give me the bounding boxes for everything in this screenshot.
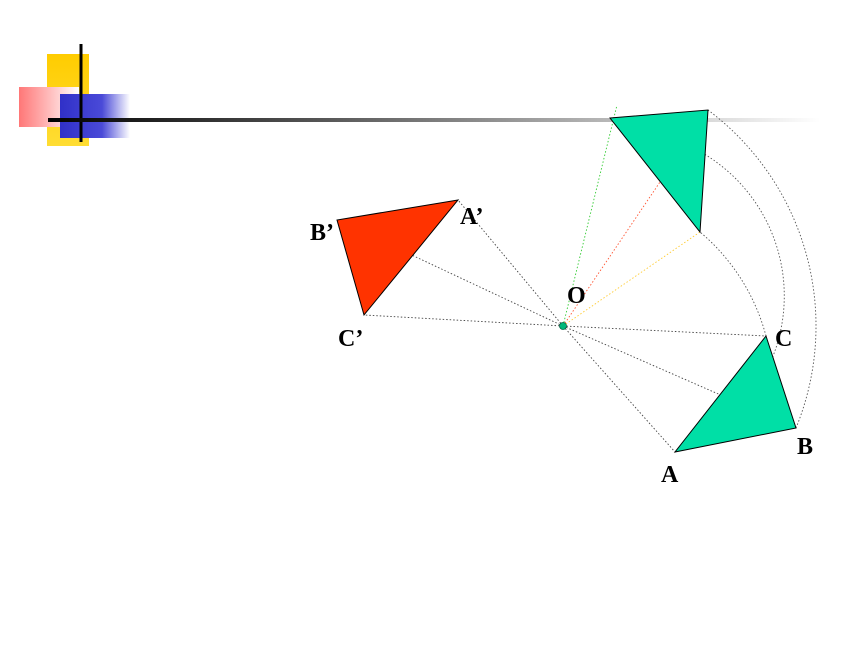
label-A: A bbox=[661, 462, 679, 488]
arc-from-C bbox=[699, 231, 767, 337]
deco-horizontal-line bbox=[48, 118, 820, 122]
center-lines bbox=[336, 104, 797, 453]
line-O-intermediate-2 bbox=[562, 181, 661, 327]
triangle-intermediate bbox=[609, 109, 709, 234]
deco-blue-gradient bbox=[60, 94, 130, 138]
label-C: C bbox=[775, 326, 792, 352]
rotation-arcs bbox=[619, 109, 817, 453]
label-C-prime: C’ bbox=[338, 326, 363, 352]
label-A-prime: A’ bbox=[460, 204, 484, 230]
center-point-O bbox=[559, 322, 567, 330]
triangle-ABC bbox=[673, 334, 797, 453]
line-O-C-prime bbox=[363, 314, 564, 327]
line-O-A bbox=[562, 325, 676, 453]
line-O-C bbox=[562, 325, 767, 337]
slide-decoration bbox=[19, 44, 820, 146]
line-O-intermediate-3 bbox=[562, 231, 701, 327]
arc-from-B bbox=[707, 109, 817, 429]
triangle-A-prime-B-prime-C-prime bbox=[336, 199, 460, 317]
label-B-prime: B’ bbox=[310, 220, 334, 246]
label-O: O bbox=[567, 283, 586, 309]
line-O-B bbox=[562, 325, 797, 429]
label-B: B bbox=[797, 434, 813, 460]
line-O-intermediate-1 bbox=[562, 104, 618, 327]
line-O-A-prime bbox=[457, 199, 564, 327]
